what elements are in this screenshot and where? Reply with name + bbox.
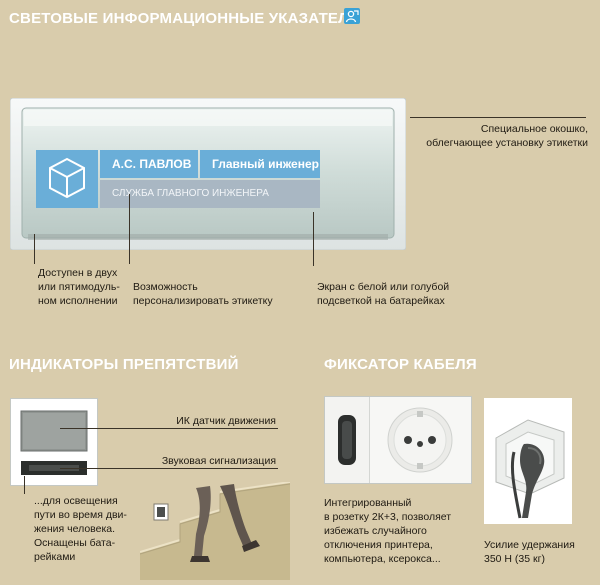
note-screen: Экран с белой или голубой подсветкой на …: [317, 281, 450, 307]
note-modules: Доступен в двух или пятимодуль- ном испо…: [38, 267, 120, 307]
cube-icon: [49, 157, 85, 199]
note-window: Специальное окошко, облегчающее установк…: [426, 123, 588, 149]
note-sound: Звуковая сигнализация: [161, 455, 276, 467]
sign-name: А.С. ПАВЛОВ: [100, 150, 198, 178]
socket-device: [324, 396, 472, 484]
person-icon: [344, 8, 360, 24]
note-socket: Интегрированный в розетку 2К+3, позволяе…: [324, 497, 452, 565]
note-lighting: ...для освещения пути во время дви- жени…: [34, 495, 127, 563]
main-heading: СВЕТОВЫЕ ИНФОРМАЦИОННЫЕ УКАЗАТЕЛИ: [9, 10, 360, 27]
cube-logo: [36, 150, 98, 208]
obstacles-heading: ИНДИКАТОРЫ ПРЕПЯТСТВИЙ: [9, 356, 239, 373]
note-ir: ИК датчик движения: [176, 415, 276, 427]
note-personalize: Возможность персонализировать этикетку: [133, 281, 273, 307]
stairs-illustration: [139, 481, 291, 580]
note-holding: Усилие удержания 350 Н (35 кг): [484, 539, 575, 565]
indicator-device: [10, 398, 98, 486]
sign-position: Главный инженер: [200, 150, 320, 178]
cable-heading: ФИКСАТОР КАБЕЛЯ: [324, 356, 477, 373]
sign-department: СЛУЖБА ГЛАВНОГО ИНЖЕНЕРА: [100, 180, 320, 208]
plugged-socket: [484, 398, 572, 524]
